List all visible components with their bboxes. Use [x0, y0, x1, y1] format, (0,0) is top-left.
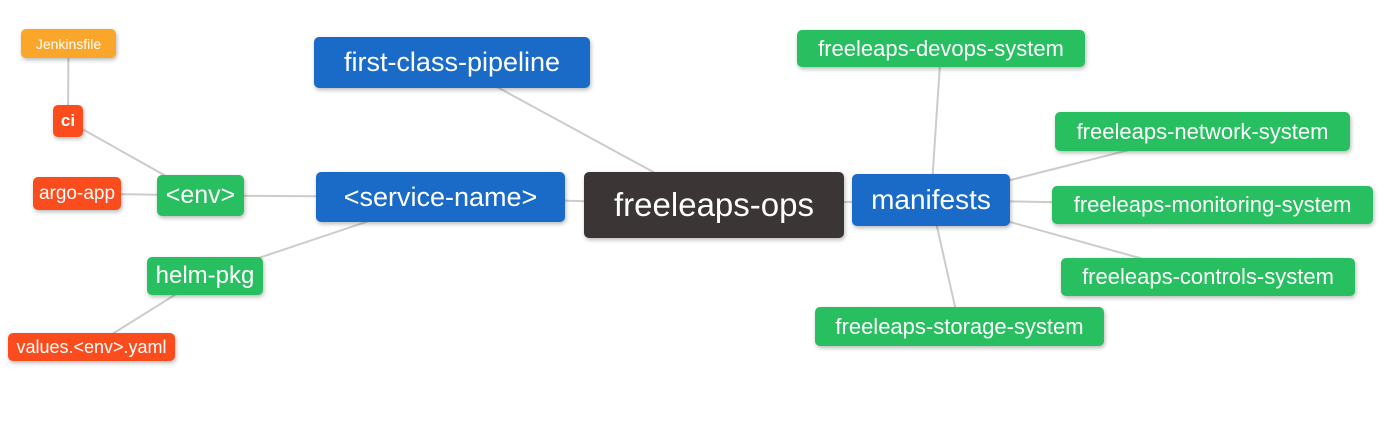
node-env[interactable]: <env>: [157, 175, 244, 216]
node-argo-app[interactable]: argo-app: [33, 177, 121, 210]
node-devops-system[interactable]: freeleaps-devops-system: [797, 30, 1085, 67]
node-values-env-yaml[interactable]: values.<env>.yaml: [8, 333, 175, 361]
node-manifests[interactable]: manifests: [852, 174, 1010, 226]
node-ci[interactable]: ci: [53, 105, 83, 137]
node-service-name[interactable]: <service-name>: [316, 172, 565, 222]
node-network-system[interactable]: freeleaps-network-system: [1055, 112, 1350, 151]
node-freeleaps-ops[interactable]: freeleaps-ops: [584, 172, 844, 238]
node-first-class-pipeline[interactable]: first-class-pipeline: [314, 37, 590, 88]
node-storage-system[interactable]: freeleaps-storage-system: [815, 307, 1104, 346]
node-monitoring-system[interactable]: freeleaps-monitoring-system: [1052, 186, 1373, 224]
node-jenkinsfile[interactable]: Jenkinsfile: [21, 29, 116, 58]
node-helm-pkg[interactable]: helm-pkg: [147, 257, 263, 295]
node-controls-system[interactable]: freeleaps-controls-system: [1061, 258, 1355, 296]
